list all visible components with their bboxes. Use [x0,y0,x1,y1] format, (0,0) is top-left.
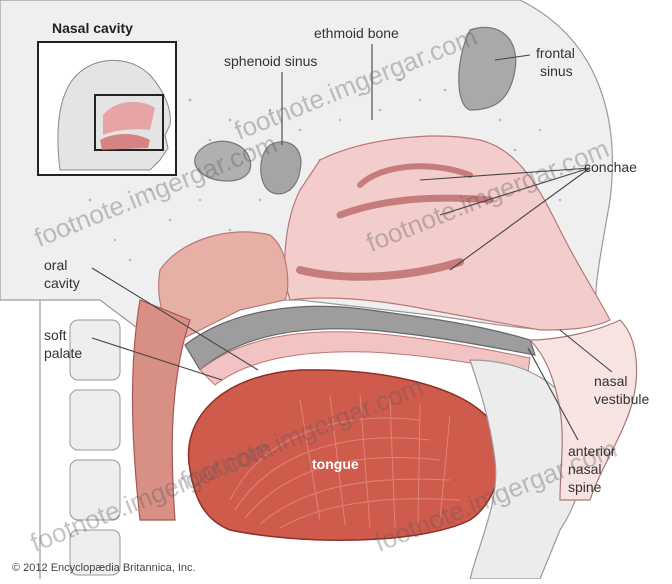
leader-conchae-3 [449,167,591,271]
label-anterior-nasal-spine-line-1: anterior [568,443,616,459]
label-anterior-nasal-spine-line-3: spine [568,479,602,495]
copyright-credit: © 2012 Encyclopædia Britannica, Inc. [12,562,196,574]
concha-middle [336,194,494,219]
sphenoid-sinus-lobe [260,141,302,195]
inset-highlight-box [94,94,164,151]
label-nasal-vestibule-line-2: vestibule [594,391,650,407]
label-frontal-sinus: frontal sinus [536,44,575,80]
leader-conchae-1 [419,167,591,181]
concha-inferior [296,258,464,281]
label-soft-palate-line-2: palate [44,345,83,361]
label-conchae: conchae [584,159,637,175]
leader-conchae-2 [439,167,591,216]
cervical-vertebrae [69,319,121,576]
palate-mucosa [199,331,531,386]
nasal-cavity-mucosa [284,135,611,331]
label-soft-palate-line-1: soft [44,327,67,343]
label-nasal-vestibule: nasal vestibule [594,372,649,408]
leader-oral-cavity [91,267,259,371]
sphenoid-sinus-shape [194,140,252,182]
leader-anterior-nasal-spine [527,347,579,441]
label-frontal-sinus-line-1: frontal [536,45,575,61]
label-oral-cavity-line-2: cavity [44,275,80,291]
label-oral-cavity: oral cavity [44,256,80,292]
inset-oral-highlight [100,134,150,150]
inset-title: Nasal cavity [52,20,133,36]
label-nasal-vestibule-line-1: nasal [594,373,628,389]
palate-band [184,305,536,371]
inset-panel [37,41,177,176]
pharynx [131,299,191,521]
label-soft-palate: soft palate [44,326,82,362]
leader-lines [91,44,613,441]
concha-superior [357,163,473,188]
label-tongue: tongue [312,456,359,472]
inset-nasal-highlight [103,101,155,135]
label-sphenoid-sinus: sphenoid sinus [224,53,318,69]
label-ethmoid-bone: ethmoid bone [314,25,399,41]
label-frontal-sinus-line-2: sinus [540,63,573,79]
leader-nasal-vestibule [559,329,613,373]
frontal-sinus-shape [458,26,517,111]
upper-lip [528,319,638,501]
label-anterior-nasal-spine: anterior nasal spine [568,442,615,496]
leader-frontal [494,54,531,61]
label-anterior-nasal-spine-line-2: nasal [568,461,602,477]
tongue-muscle-fibers [229,394,461,529]
leader-soft-palate [91,337,223,381]
label-oral-cavity-line-1: oral [44,257,68,273]
